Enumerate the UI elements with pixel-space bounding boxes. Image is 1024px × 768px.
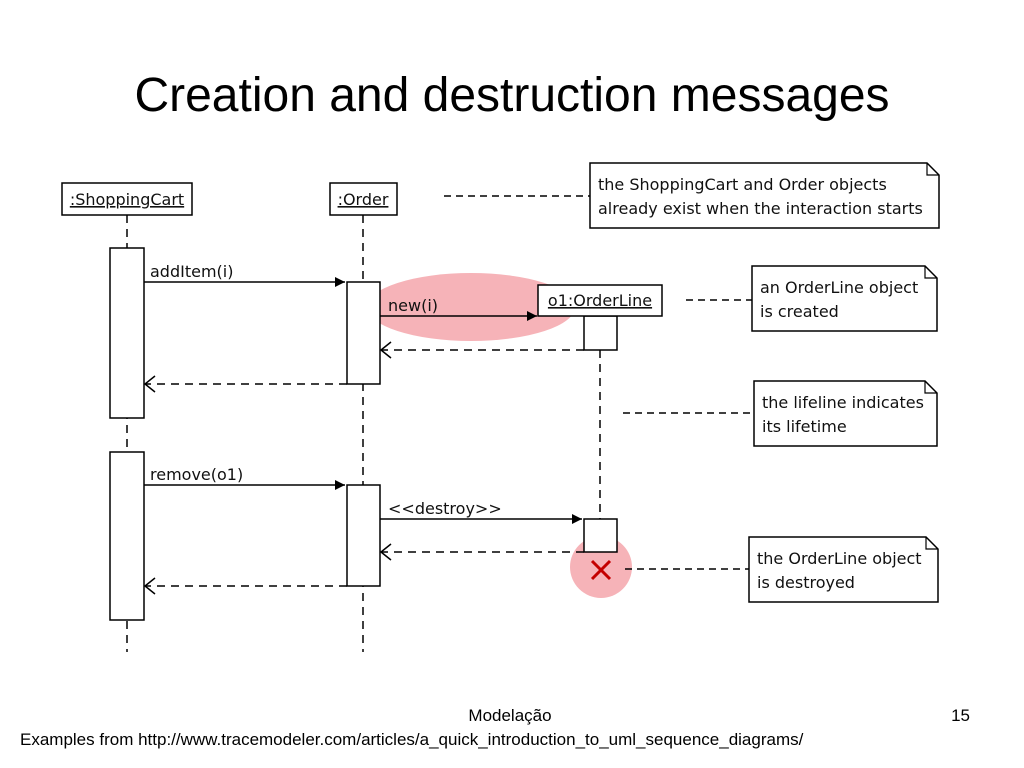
new-message-highlight [367, 273, 575, 341]
order-line-object-box [537, 284, 663, 317]
add-item-label: addItem(i) [150, 262, 233, 281]
order-line-object-label: o1:OrderLine [548, 291, 652, 310]
slide-title: Creation and destruction messages [134, 69, 890, 122]
note-destroyed: the OrderLine object is destroyed [748, 536, 939, 603]
order-line-return-arrowhead [379, 341, 392, 359]
footer-course-name: Modelação [468, 706, 552, 725]
shopping-cart-object-label: :ShoppingCart [70, 190, 184, 209]
remove-label: remove(o1) [150, 465, 243, 484]
note-objects-exist: the ShoppingCart and Order objects alrea… [589, 162, 940, 229]
shopping-cart-activation-2 [109, 451, 145, 621]
source-note: Examples from http://www.tracemodeler.co… [20, 730, 804, 749]
order-activation-2 [346, 484, 381, 587]
order-line-activation-2 [583, 518, 618, 553]
destroy-label: <<destroy>> [388, 499, 502, 518]
order-line-lifeline [583, 315, 618, 553]
order-object-label: :Order [338, 190, 389, 209]
order-activation-1 [346, 281, 381, 385]
remove-return-arrowhead [143, 577, 156, 595]
sequence-diagram: :ShoppingCart :Order o1:OrderLine addIte… [61, 162, 940, 652]
shopping-cart-lifeline [109, 215, 145, 652]
note-lifeline-line-1: the lifeline indicates [762, 393, 924, 412]
note-destroyed-line-2: is destroyed [757, 573, 855, 592]
new-message-label: new(i) [388, 296, 438, 315]
destroy-return-arrowhead [379, 543, 392, 561]
shopping-cart-activation-1 [109, 247, 145, 419]
note-lifeline-line-2: its lifetime [762, 417, 847, 436]
page-number: 15 [951, 706, 970, 725]
add-item-return-arrowhead [143, 375, 156, 393]
order-lifeline [346, 215, 381, 652]
note-created-line-2: is created [760, 302, 839, 321]
destruction-x-icon [590, 559, 612, 581]
note-objects-exist-line-1: the ShoppingCart and Order objects [598, 175, 887, 194]
order-line-activation-1 [583, 315, 618, 351]
note-objects-exist-line-2: already exist when the interaction start… [598, 199, 923, 218]
note-destroyed-line-1: the OrderLine object [757, 549, 922, 568]
note-created: an OrderLine object is created [751, 265, 938, 332]
shopping-cart-object-box [61, 182, 193, 216]
order-object-box [329, 182, 398, 216]
note-lifeline: the lifeline indicates its lifetime [753, 380, 938, 447]
note-created-line-1: an OrderLine object [760, 278, 918, 297]
